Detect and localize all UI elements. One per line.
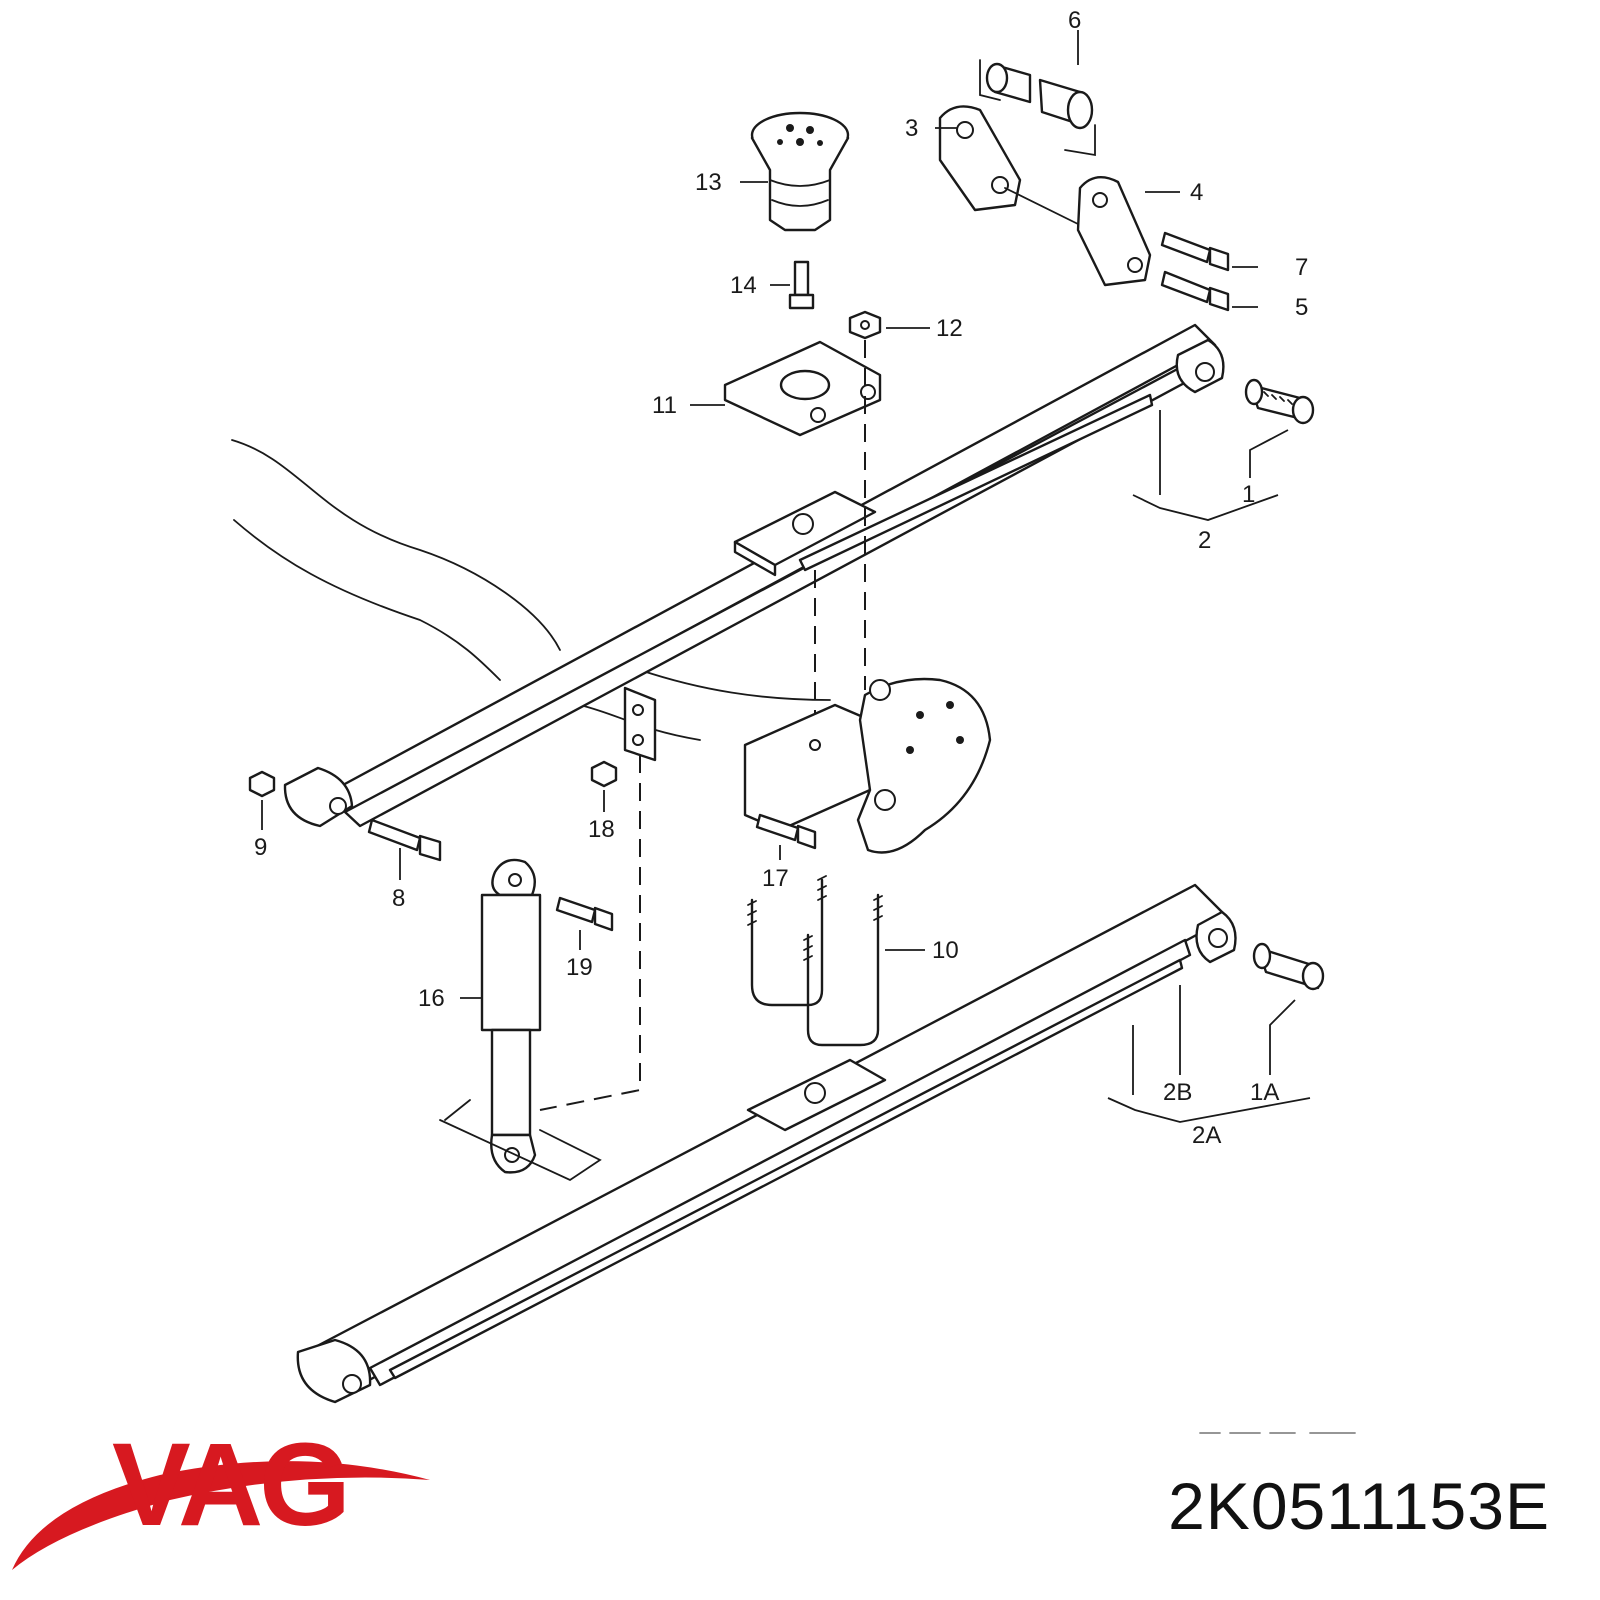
callout-14: 14: [730, 272, 757, 299]
callout-18: 18: [588, 816, 615, 843]
nut-12: [848, 310, 882, 340]
bushing-1: [1244, 378, 1315, 425]
lower-leaf-spring: [296, 883, 1237, 1404]
callout-12: 12: [936, 315, 963, 342]
callout-10: 10: [932, 937, 959, 964]
callout-17: 17: [762, 865, 789, 892]
callout-labels: 6 3 4 13 7 14 5 12 11 1 2 9 18 8 17 19 1…: [254, 7, 1308, 1149]
callout-8: 8: [392, 885, 405, 912]
logo-swoosh: [12, 1461, 430, 1570]
bolt-8: [367, 818, 442, 862]
plate-11: [723, 340, 882, 437]
assembly-lines: [539, 340, 866, 1111]
bolt-17: [755, 813, 817, 850]
vag-logo: VAG: [12, 1419, 430, 1570]
callout-13: 13: [695, 169, 722, 196]
callout-9: 9: [254, 834, 267, 861]
shackle-6: [979, 59, 1096, 157]
bolt-5: [1160, 270, 1230, 312]
bushing-1A: [1252, 942, 1325, 991]
callout-16: 16: [418, 985, 445, 1012]
callout-7: 7: [1295, 254, 1308, 281]
bracket-3: [938, 105, 1081, 226]
callout-2B: 2B: [1163, 1079, 1192, 1106]
callout-1: 1: [1242, 481, 1255, 508]
axle-outline: [231, 439, 831, 741]
nut-9: [248, 770, 276, 798]
u-bolts-10: [747, 875, 883, 1047]
callout-1A: 1A: [1250, 1079, 1279, 1106]
shock-absorber-16: [439, 858, 602, 1182]
leader-lines: [261, 30, 1311, 1123]
callout-4: 4: [1190, 179, 1203, 206]
callout-19: 19: [566, 954, 593, 981]
callout-2A: 2A: [1192, 1122, 1221, 1149]
axle-bracket: [623, 677, 992, 854]
bump-stop-13: [750, 111, 850, 232]
callout-3: 3: [905, 115, 918, 142]
callout-2: 2: [1198, 527, 1211, 554]
bolt-7: [1160, 231, 1230, 272]
bolt-19: [555, 896, 614, 932]
bracket-4: [1076, 176, 1152, 287]
part-number: 2K0511153E: [1168, 1469, 1550, 1543]
callout-5: 5: [1295, 294, 1308, 321]
callout-11: 11: [652, 392, 677, 419]
logo-text: VAG: [112, 1419, 347, 1551]
callout-6: 6: [1068, 7, 1081, 34]
bolt-14: [788, 260, 815, 310]
nut-18: [590, 760, 618, 788]
upper-leaf-spring: [283, 323, 1225, 828]
